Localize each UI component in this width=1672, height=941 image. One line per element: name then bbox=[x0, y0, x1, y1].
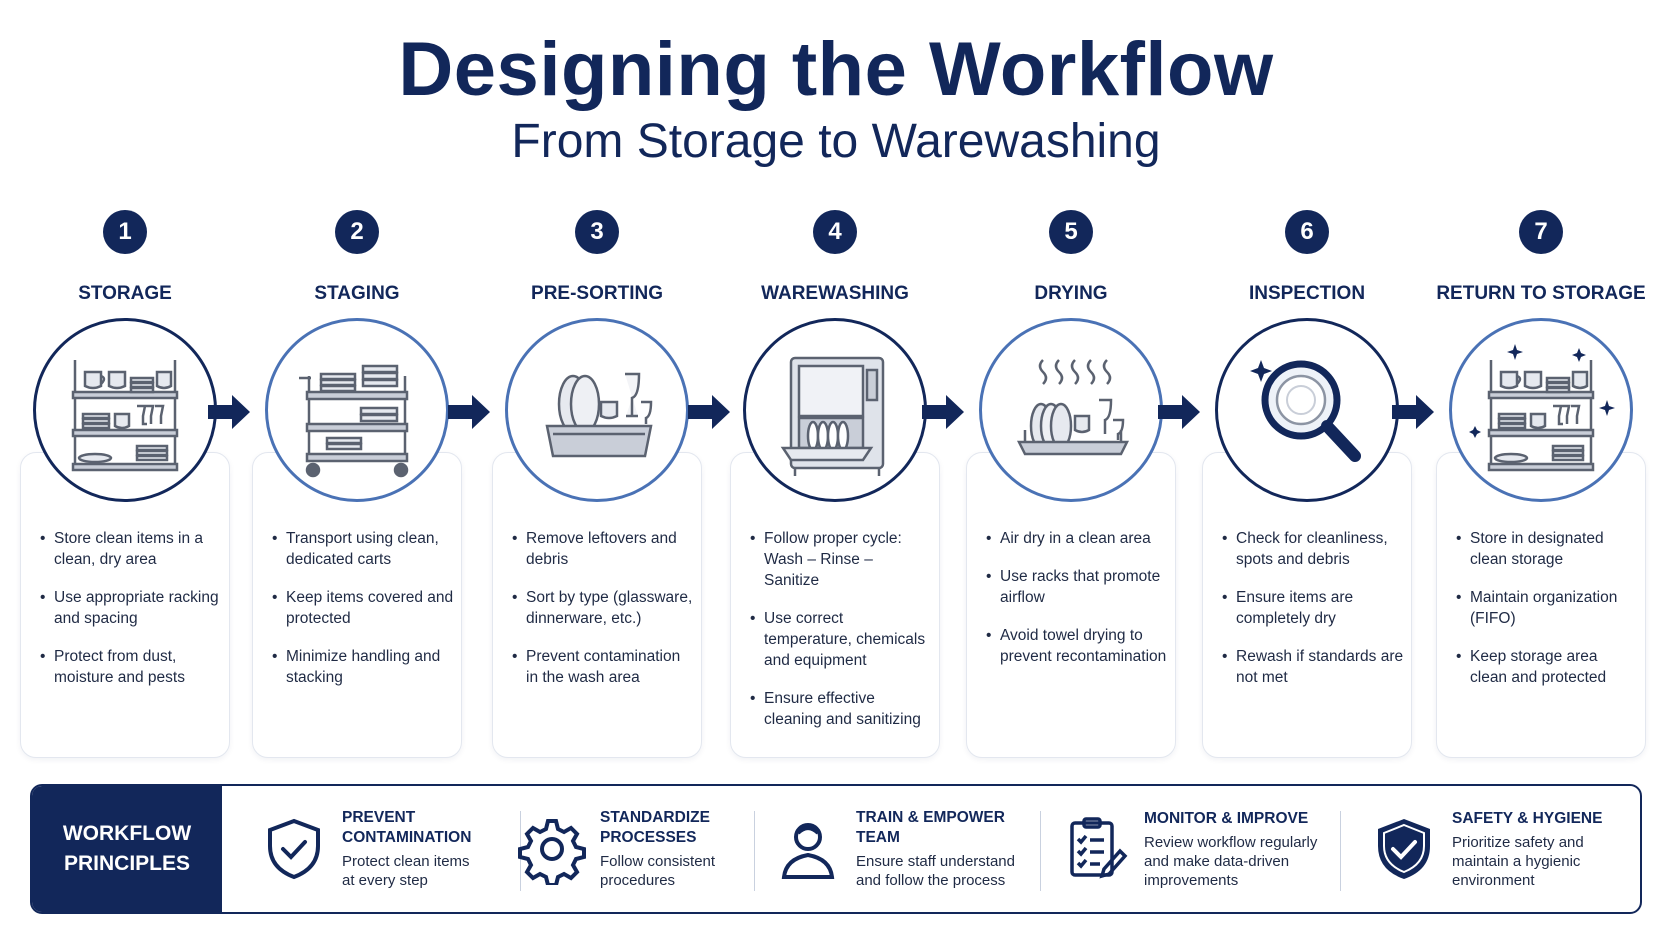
step-pre-sorting: 3 PRE-SORTING Remove leftovers and debri… bbox=[492, 210, 702, 758]
page-subtitle: From Storage to Warewashing bbox=[511, 115, 1161, 168]
bullet-item: Prevent contamination in the wash area bbox=[512, 646, 694, 688]
step-number: 4 bbox=[813, 210, 857, 254]
principle-title: STANDARDIZE PROCESSES bbox=[600, 809, 710, 846]
bullet-item: Maintain organization (FIFO) bbox=[1456, 587, 1638, 629]
step-label: STAGING bbox=[314, 282, 400, 304]
principle-desc: Protect clean items at every step bbox=[342, 853, 470, 889]
bullet-item: Use correct temperature, chemicals and e… bbox=[750, 608, 932, 671]
principle-desc: Prioritize safety and maintain a hygieni… bbox=[1452, 833, 1584, 889]
principle-title: MONITOR & IMPROVE bbox=[1144, 809, 1309, 827]
divider bbox=[1040, 811, 1041, 891]
principle-prevent-contamination: PREVENT CONTAMINATION Protect clean item… bbox=[258, 786, 508, 912]
principle-title: PREVENT CONTAMINATION bbox=[342, 809, 472, 846]
bullet-item: Store in designated clean storage bbox=[1456, 528, 1638, 570]
step-number: 2 bbox=[335, 210, 379, 254]
bullet-item: Follow proper cycle: Wash – Rinse – Sani… bbox=[750, 528, 932, 591]
divider bbox=[754, 811, 755, 891]
step-label: PRE-SORTING bbox=[531, 282, 663, 304]
bullet-item: Minimize handling and stacking bbox=[272, 646, 454, 688]
principle-safety-hygiene: SAFETY & HYGIENE Prioritize safety and m… bbox=[1368, 786, 1628, 912]
bullet-item: Use appropriate racking and spacing bbox=[40, 587, 222, 629]
cart-icon bbox=[265, 318, 449, 502]
step-inspection: 6 INSPECTION Check for cleanliness, spot… bbox=[1202, 210, 1412, 758]
checklist-icon bbox=[1060, 813, 1132, 885]
arrow-right-icon bbox=[208, 395, 250, 429]
arrow-right-icon bbox=[688, 395, 730, 429]
principle-train-empower: TRAIN & EMPOWER TEAM Ensure staff unders… bbox=[772, 786, 1022, 912]
principle-title: TRAIN & EMPOWER TEAM bbox=[856, 809, 1005, 846]
principle-desc: Follow consistent procedures bbox=[600, 853, 716, 889]
arrow-right-icon bbox=[922, 395, 964, 429]
principles-heading: WORKFLOW PRINCIPLES bbox=[32, 786, 222, 912]
step-number: 5 bbox=[1049, 210, 1093, 254]
principle-title: SAFETY & HYGIENE bbox=[1452, 809, 1603, 827]
bullet-item: Store clean items in a clean, dry area bbox=[40, 528, 222, 570]
bullet-item: Keep storage area clean and protected bbox=[1456, 646, 1638, 688]
step-bullets: Remove leftovers and debris Sort by type… bbox=[512, 528, 694, 705]
step-bullets: Check for cleanliness, spots and debris … bbox=[1222, 528, 1404, 705]
page-title: Designing the Workflow bbox=[398, 27, 1274, 112]
bullet-item: Transport using clean, dedicated carts bbox=[272, 528, 454, 570]
step-label: STORAGE bbox=[78, 282, 172, 304]
bullet-item: Ensure items are completely dry bbox=[1222, 587, 1404, 629]
step-label: WAREWASHING bbox=[761, 282, 909, 304]
step-label: INSPECTION bbox=[1248, 282, 1366, 304]
step-staging: 2 STAGING Transport using clean, dedicat… bbox=[252, 210, 462, 758]
step-bullets: Transport using clean, dedicated carts K… bbox=[272, 528, 454, 705]
person-icon bbox=[772, 813, 844, 885]
bullet-item: Use racks that promote airflow bbox=[986, 566, 1168, 608]
bullet-item: Keep items covered and protected bbox=[272, 587, 454, 629]
sorting-bin-icon bbox=[505, 318, 689, 502]
principle-desc: Ensure staff understand and follow the p… bbox=[856, 853, 1015, 889]
step-bullets: Store clean items in a clean, dry area U… bbox=[40, 528, 222, 705]
workflow-principles-panel: WORKFLOW PRINCIPLES PREVENT CONTAMINATIO… bbox=[30, 784, 1642, 914]
bullet-item: Check for cleanliness, spots and debris bbox=[1222, 528, 1404, 570]
principle-desc: Review workflow regularly and make data-… bbox=[1144, 833, 1318, 889]
step-storage: 1 STORAGE Store clean items in a clean, … bbox=[20, 210, 230, 758]
bullet-item: Sort by type (glassware, dinnerware, etc… bbox=[512, 587, 694, 629]
step-return-to-storage: 7 RETURN TO STORAGE Store in designated … bbox=[1436, 210, 1646, 758]
step-drying: 5 DRYING Air dry in a clean area Use rac… bbox=[966, 210, 1176, 758]
arrow-right-icon bbox=[448, 395, 490, 429]
dishwasher-icon bbox=[743, 318, 927, 502]
storage-shelf-icon bbox=[33, 318, 217, 502]
bullet-item: Protect from dust, moisture and pests bbox=[40, 646, 222, 688]
step-warewashing: 4 WAREWASHING Follow proper cycle: Wash … bbox=[730, 210, 940, 758]
step-bullets: Store in designated clean storage Mainta… bbox=[1456, 528, 1638, 705]
bullet-item: Ensure effective cleaning and sanitizing bbox=[750, 688, 932, 730]
step-number: 6 bbox=[1285, 210, 1329, 254]
sparkling-shelf-icon bbox=[1449, 318, 1633, 502]
shield-check-icon bbox=[258, 813, 330, 885]
step-number: 1 bbox=[103, 210, 147, 254]
step-label: DRYING bbox=[1034, 282, 1108, 304]
gear-icon bbox=[516, 813, 588, 887]
drying-rack-icon bbox=[979, 318, 1163, 502]
step-bullets: Follow proper cycle: Wash – Rinse – Sani… bbox=[750, 528, 932, 747]
bullet-item: Avoid towel drying to prevent recontamin… bbox=[986, 625, 1168, 667]
step-label: RETURN TO STORAGE bbox=[1436, 282, 1646, 304]
step-number: 3 bbox=[575, 210, 619, 254]
divider bbox=[1340, 811, 1341, 891]
principle-monitor-improve: MONITOR & IMPROVE Review workflow regula… bbox=[1060, 786, 1350, 912]
bullet-item: Remove leftovers and debris bbox=[512, 528, 694, 570]
principle-standardize-processes: STANDARDIZE PROCESSES Follow consistent … bbox=[516, 786, 766, 912]
shield-filled-icon bbox=[1368, 813, 1440, 885]
magnifier-icon bbox=[1215, 318, 1399, 502]
bullet-item: Air dry in a clean area bbox=[986, 528, 1168, 549]
arrow-right-icon bbox=[1158, 395, 1200, 429]
step-bullets: Air dry in a clean area Use racks that p… bbox=[986, 528, 1168, 684]
arrow-right-icon bbox=[1392, 395, 1434, 429]
bullet-item: Rewash if standards are not met bbox=[1222, 646, 1404, 688]
step-number: 7 bbox=[1519, 210, 1563, 254]
